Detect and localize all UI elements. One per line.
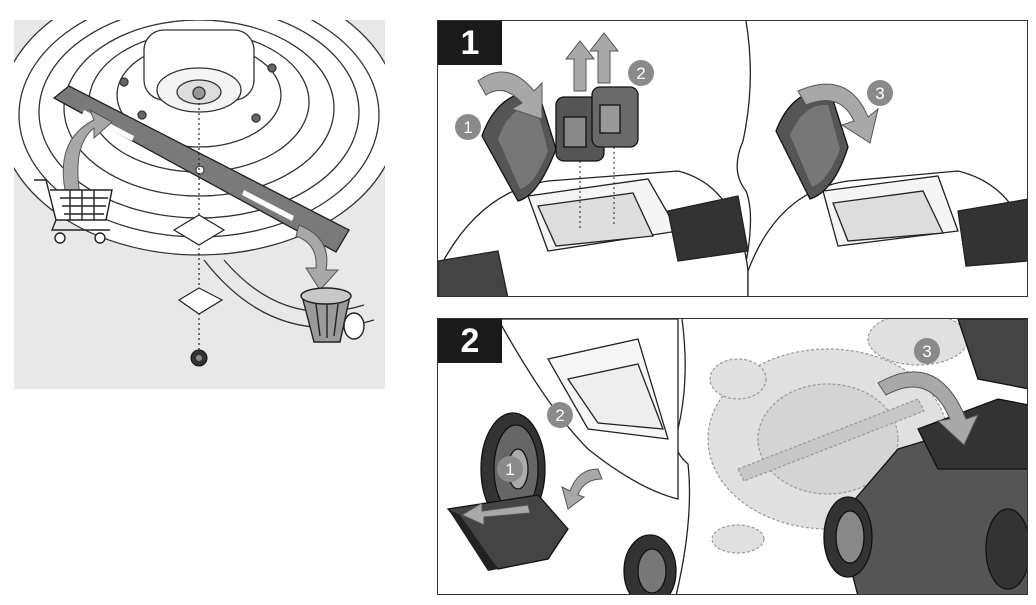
motor-hub xyxy=(119,29,277,123)
lift-arrow xyxy=(62,108,113,196)
step-number-badge: 2 xyxy=(438,319,502,363)
svg-text:3: 3 xyxy=(875,84,884,103)
callout-3: 3 xyxy=(867,80,893,106)
panel-divider xyxy=(736,21,752,296)
step-1-illustration: 1 2 3 xyxy=(438,21,1027,296)
callout-2: 2 xyxy=(628,60,654,86)
trash-can-icon xyxy=(300,287,365,343)
front-wheel-left xyxy=(623,534,677,594)
shopping-cart-icon xyxy=(34,179,113,244)
blade-replacement-panel xyxy=(14,20,385,389)
svg-text:2: 2 xyxy=(636,64,645,83)
svg-text:3: 3 xyxy=(922,342,931,361)
mower-rear xyxy=(497,319,679,500)
close-lid-arrow xyxy=(797,83,879,144)
washer xyxy=(177,287,224,315)
batteries xyxy=(555,86,639,162)
step-number-badge: 1 xyxy=(438,21,502,65)
lift-battery-arrow xyxy=(564,40,596,92)
mower-body-left xyxy=(438,170,749,296)
svg-text:1: 1 xyxy=(463,118,472,137)
lift-battery-arrow-2 xyxy=(588,32,620,84)
mower-upright xyxy=(823,319,1027,594)
callout-3: 3 xyxy=(914,338,940,364)
blade-illustration xyxy=(14,20,385,367)
pull-flap-arrow xyxy=(460,502,531,526)
callout-1: 1 xyxy=(497,456,523,482)
step-1-panel: 1 xyxy=(437,20,1028,297)
step-2-illustration: 1 2 3 xyxy=(446,319,1027,594)
svg-text:2: 2 xyxy=(555,406,564,425)
mower-body-right xyxy=(747,170,1027,296)
lift-cover-arrow xyxy=(561,468,603,510)
step-2-panel: 2 xyxy=(437,318,1028,595)
svg-text:1: 1 xyxy=(505,460,514,479)
tilt-mower-arrow xyxy=(877,371,979,446)
callout-2: 2 xyxy=(547,402,573,428)
adapter-washer xyxy=(172,214,226,246)
open-lid-arrow xyxy=(477,71,543,120)
discard-arrow xyxy=(295,224,340,291)
callout-1: 1 xyxy=(455,114,481,140)
